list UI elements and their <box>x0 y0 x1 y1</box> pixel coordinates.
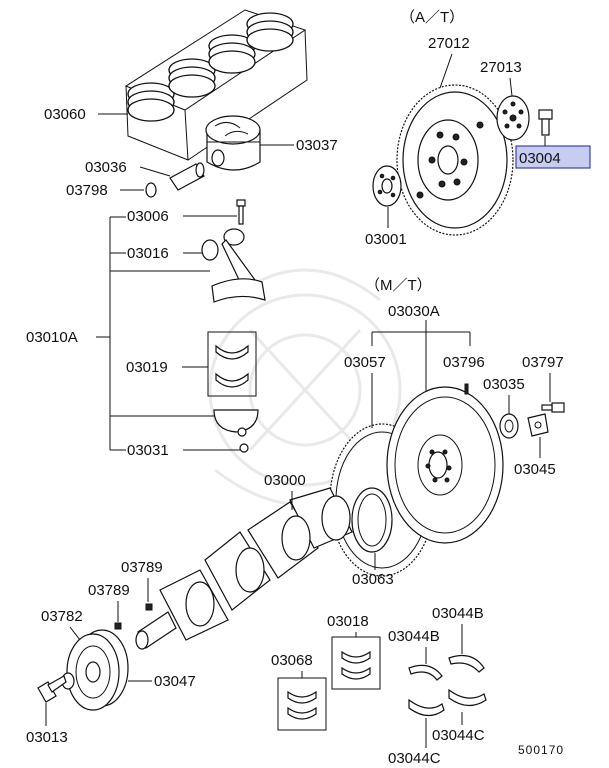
pulley-03782[interactable] <box>66 629 129 711</box>
bolt-03004[interactable] <box>538 109 553 136</box>
connecting-rod-cap[interactable] <box>213 409 259 437</box>
crankshaft-03000[interactable] <box>135 487 353 650</box>
label-03068: 03068 <box>271 652 313 669</box>
label-03000: 03000 <box>264 472 306 489</box>
label-27013: 27013 <box>480 59 522 76</box>
label-03019: 03019 <box>126 359 168 376</box>
label-03030A: 03030A <box>388 303 440 320</box>
adapter-plate-27013[interactable] <box>496 95 530 141</box>
label-03006: 03006 <box>127 208 169 225</box>
highlight-03004 <box>515 145 591 169</box>
label-03798: 03798 <box>66 182 108 199</box>
connecting-rod-03016[interactable] <box>201 228 266 303</box>
plate-03063[interactable] <box>351 487 393 553</box>
at-label: （A／T） <box>400 9 464 26</box>
label-03036: 03036 <box>85 159 127 176</box>
piston-pin-03036[interactable] <box>169 162 205 191</box>
label-03789-a: 03789 <box>121 559 163 576</box>
label-03063: 03063 <box>352 571 394 588</box>
key-03789-b[interactable] <box>114 622 122 630</box>
label-03013: 03013 <box>26 729 68 746</box>
label-03044C-b: 03044C <box>388 750 441 767</box>
bolt-03797[interactable] <box>541 402 565 413</box>
bearing-03035[interactable] <box>499 413 519 439</box>
bolt-03013[interactable] <box>37 675 67 703</box>
bearing-03068[interactable] <box>277 677 327 731</box>
thrust-washer-03044B-b[interactable] <box>448 655 485 673</box>
label-03782: 03782 <box>41 608 83 625</box>
mt-label: （M／T） <box>365 277 432 294</box>
label-03010A: 03010A <box>26 329 78 346</box>
thrust-washer-03044B-a[interactable] <box>408 664 443 681</box>
label-03796: 03796 <box>443 354 485 371</box>
label-27012: 27012 <box>428 35 470 52</box>
label-03044B-a: 03044B <box>432 605 484 622</box>
label-03047: 03047 <box>154 673 196 690</box>
piston-ring-set-03060[interactable] <box>124 9 308 161</box>
bearing-03018[interactable] <box>331 636 381 690</box>
piston-03037[interactable] <box>205 115 261 171</box>
label-03045: 03045 <box>514 461 556 478</box>
label-03037: 03037 <box>296 137 338 154</box>
bolt-03006[interactable] <box>236 199 246 225</box>
label-03044C-a: 03044C <box>432 727 485 744</box>
snap-ring-03798[interactable] <box>145 182 157 198</box>
label-03044B-b: 03044B <box>388 628 440 645</box>
thrust-washer-03044C-a[interactable] <box>408 698 445 717</box>
label-03797: 03797 <box>522 354 564 371</box>
key-03789-a[interactable] <box>145 603 153 611</box>
label-03060: 03060 <box>44 106 86 123</box>
drive-plate-27012[interactable] <box>396 84 514 236</box>
bearing-03019[interactable] <box>207 331 257 397</box>
label-03035: 03035 <box>483 376 525 393</box>
label-03789-b: 03789 <box>88 582 130 599</box>
label-03001: 03001 <box>365 231 407 248</box>
retainer-03045[interactable] <box>527 413 549 437</box>
flywheel[interactable] <box>386 386 504 544</box>
label-03016: 03016 <box>127 245 169 262</box>
label-03004[interactable]: 03004 <box>519 150 561 167</box>
pin-03796[interactable] <box>464 383 469 395</box>
thrust-washer-03044C-b[interactable] <box>448 688 487 707</box>
label-03018: 03018 <box>327 613 369 630</box>
label-03031: 03031 <box>127 442 169 459</box>
nut-03031[interactable] <box>239 443 249 453</box>
adapter-03001[interactable] <box>372 165 402 207</box>
label-03057: 03057 <box>344 354 386 371</box>
diagram-code: 500170 <box>518 743 564 757</box>
